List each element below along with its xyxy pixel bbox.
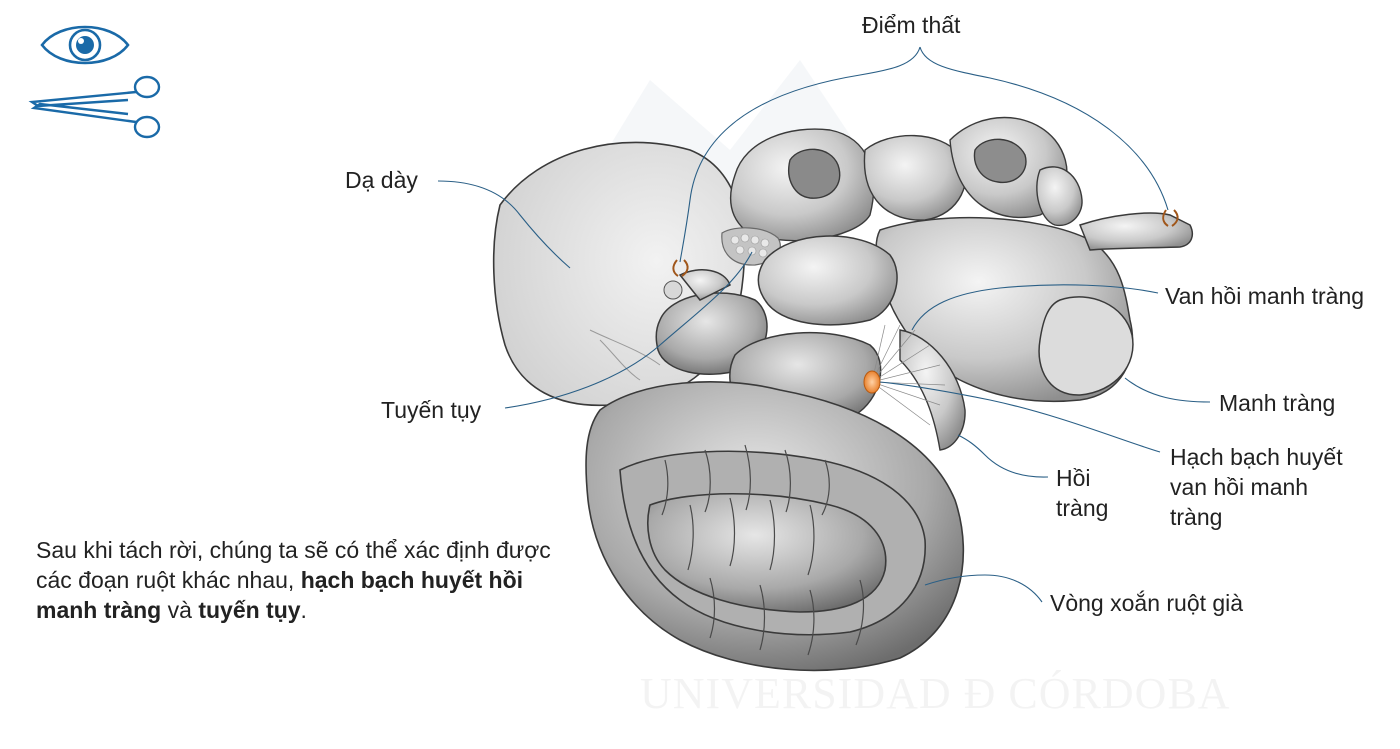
leader-lines xyxy=(437,46,1211,603)
label-vong-xoan-ruot-gia: Vòng xoắn ruột già xyxy=(1050,590,1244,616)
leader-vong-xoan xyxy=(924,574,1043,603)
leader-van-hoi-manh-trang xyxy=(911,284,1159,331)
leader-da-day xyxy=(437,180,571,269)
label-hach-bach-huyet: Hạch bạch huyết van hồi manh tràng xyxy=(1170,444,1343,530)
caption-bold-tuyen-tuy: tuyến tụy xyxy=(198,597,301,623)
label-tuyen-tuy: Tuyến tụy xyxy=(381,397,482,423)
leader-hach xyxy=(879,381,1161,453)
label-hoi-trang: Hồi tràng xyxy=(1056,465,1109,521)
caption-part1: Sau khi tách rời, chúng ta sẽ có thể xác… xyxy=(36,537,551,593)
upper-coils xyxy=(729,116,1083,242)
ligature-right xyxy=(1162,209,1179,227)
spiral-colon xyxy=(585,381,965,672)
scissors-icon xyxy=(28,75,161,139)
leader-hoi-trang xyxy=(957,434,1049,478)
caption-part2: và xyxy=(161,597,199,623)
pancreas xyxy=(721,227,781,266)
watermark-text: UNIVERSIDAD Ð CÓRDOBA xyxy=(640,668,1231,719)
leader-tuyen-tuy xyxy=(504,251,753,409)
label-van-hoi-manh-trang: Van hồi manh tràng xyxy=(1165,283,1365,309)
label-manh-trang: Manh tràng xyxy=(1219,390,1336,416)
eye-icon xyxy=(40,25,130,65)
label-diem-that: Điểm thất xyxy=(862,12,961,38)
ileocecal-lymph-node xyxy=(863,370,881,394)
caption-part3: . xyxy=(300,597,307,623)
mesentery xyxy=(871,324,946,426)
label-da-day: Dạ dày xyxy=(345,167,418,193)
leader-diem-that-left xyxy=(679,46,921,263)
leader-diem-that-right xyxy=(919,46,1169,211)
caption-text: Sau khi tách rời, chúng ta sẽ có thể xác… xyxy=(36,535,556,625)
ligature-left xyxy=(663,259,689,300)
leader-manh-trang xyxy=(1124,377,1211,403)
ileum xyxy=(899,329,966,451)
caption-bold-hach: hạch bạch huyết hồi manh tràng xyxy=(36,567,524,623)
